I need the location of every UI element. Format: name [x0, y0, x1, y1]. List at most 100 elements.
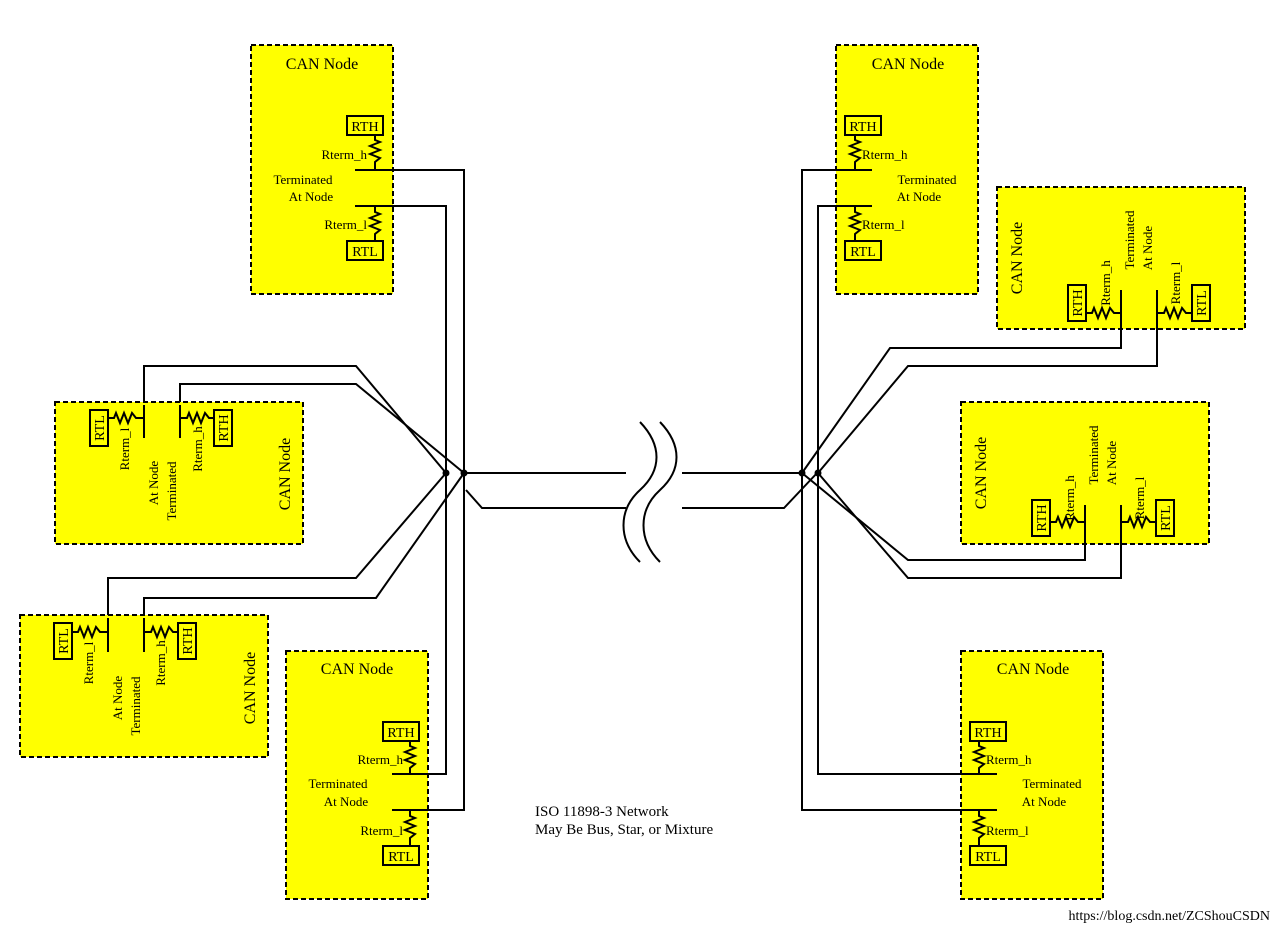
- can-node-bottom-left: CAN Node RTH Rterm_h Terminated At Node …: [285, 650, 429, 900]
- rterm-l-label: Rterm_l: [986, 823, 1029, 838]
- rtl-label: RTL: [388, 850, 414, 865]
- rth-label: RTH: [1071, 289, 1086, 316]
- rterm-l-label: Rterm_l: [1168, 261, 1183, 304]
- rtl-label: RTL: [975, 850, 1001, 865]
- resistor-icon: [108, 410, 144, 426]
- right-upper-wire-b: [817, 298, 1158, 474]
- rterm-l-label: Rterm_l: [1132, 476, 1147, 519]
- node-title: CAN Node: [997, 661, 1069, 678]
- terminated-label: Terminated: [1122, 210, 1137, 270]
- rth-box: [1031, 499, 1051, 537]
- junction-dot: [814, 469, 822, 477]
- node-title: CAN Node: [277, 438, 294, 510]
- can-node-top-right: CAN Node RTH Rterm_h Terminated At Node …: [835, 44, 979, 295]
- rterm-l-label: Rterm_l: [324, 217, 367, 232]
- rtl-box: [969, 845, 1007, 866]
- left-wire-h: [390, 169, 465, 811]
- resistor-icon: [367, 206, 383, 241]
- network-caption-line2: May Be Bus, Star, or Mixture: [535, 822, 713, 838]
- at-node-label: At Node: [289, 189, 334, 204]
- at-node-label: At Node: [1140, 226, 1155, 271]
- resistor-icon: [847, 206, 863, 241]
- can-node-left-lower: CAN Node RTL Rterm_l RTH Rterm_h At Node…: [19, 614, 269, 758]
- right-middle-wire-b: [817, 472, 1122, 579]
- terminated-label: Terminated: [1086, 425, 1101, 485]
- at-node-label: At Node: [110, 676, 125, 721]
- rth-label: RTH: [849, 120, 876, 135]
- rth-label: RTH: [181, 627, 196, 654]
- junction-dot: [798, 469, 806, 477]
- left-lower-wire-a: [107, 472, 447, 648]
- at-node-label: At Node: [324, 794, 369, 809]
- rth-label: RTH: [1035, 504, 1050, 531]
- resistor-icon: [847, 135, 863, 170]
- rterm-l-label: Rterm_l: [360, 823, 403, 838]
- can-node-right-upper: CAN Node Terminated At Node RTH Rterm_h …: [996, 186, 1246, 330]
- can-node-left-upper: CAN Node RTL Rterm_l RTH Rterm_h At Node…: [54, 401, 304, 545]
- resistor-icon: [402, 810, 418, 846]
- resistor-icon: [971, 810, 987, 846]
- junction-dot: [442, 469, 450, 477]
- rth-box: [1067, 284, 1087, 322]
- right-wire-l: [817, 205, 995, 775]
- resistor-icon: [144, 624, 178, 640]
- at-node-label: At Node: [1104, 441, 1119, 486]
- at-node-label: At Node: [897, 189, 942, 204]
- break-symbol-right: [642, 421, 678, 563]
- resistor-icon: [1121, 514, 1156, 530]
- junction-dot: [460, 469, 468, 477]
- resistor-icon: [1157, 305, 1192, 321]
- rtl-box: [1191, 284, 1211, 322]
- terminated-label: Terminated: [1022, 776, 1082, 791]
- rtl-label: RTL: [850, 245, 876, 260]
- rth-box: [844, 115, 882, 136]
- node-title: CAN Node: [286, 56, 358, 73]
- node-title: CAN Node: [321, 661, 393, 678]
- rtl-box: [844, 240, 882, 261]
- resistor-icon: [402, 741, 418, 774]
- rterm-l-label: Rterm_l: [862, 217, 905, 232]
- rtl-box: [346, 240, 384, 261]
- rtl-label: RTL: [1195, 290, 1210, 316]
- node-title: CAN Node: [1009, 222, 1026, 294]
- rth-label: RTH: [387, 726, 414, 741]
- node-title: CAN Node: [973, 437, 990, 509]
- resistor-icon: [72, 624, 108, 640]
- resistor-icon: [1050, 514, 1085, 530]
- right-wire-h: [801, 169, 995, 811]
- rtl-label: RTL: [93, 415, 108, 441]
- rterm-h-label: Rterm_h: [862, 147, 908, 162]
- resistor-icon: [180, 410, 214, 426]
- break-symbol-left: [622, 421, 658, 563]
- at-node-label: At Node: [1022, 794, 1067, 809]
- rth-box: [346, 115, 384, 136]
- rth-label: RTH: [217, 414, 232, 441]
- rtl-box: [382, 845, 420, 866]
- rtl-label: RTL: [1159, 505, 1174, 531]
- resistor-icon: [971, 741, 987, 774]
- rtl-label: RTL: [352, 245, 378, 260]
- terminated-label: Terminated: [128, 676, 143, 736]
- rterm-h-label: Rterm_h: [358, 752, 404, 767]
- rterm-l-label: Rterm_l: [117, 427, 132, 470]
- rth-box: [213, 409, 233, 447]
- at-node-label: At Node: [146, 461, 161, 506]
- rth-box: [177, 622, 197, 660]
- can-node-right-middle: CAN Node Terminated At Node RTH Rterm_h …: [960, 401, 1210, 545]
- terminated-label: Terminated: [273, 172, 333, 187]
- rtl-box: [53, 622, 73, 660]
- rterm-h-label: Rterm_h: [322, 147, 368, 162]
- network-caption-line1: ISO 11898-3 Network: [535, 804, 669, 820]
- node-title: CAN Node: [872, 56, 944, 73]
- terminated-label: Terminated: [897, 172, 957, 187]
- rtl-box: [1155, 499, 1175, 537]
- rtl-label: RTL: [57, 628, 72, 654]
- resistor-icon: [367, 135, 383, 170]
- rth-label: RTH: [351, 120, 378, 135]
- terminated-label: Terminated: [308, 776, 368, 791]
- rth-box: [382, 721, 420, 742]
- rterm-h-label: Rterm_h: [1098, 260, 1113, 306]
- rterm-h-label: Rterm_h: [190, 426, 205, 472]
- rth-label: RTH: [974, 726, 1001, 741]
